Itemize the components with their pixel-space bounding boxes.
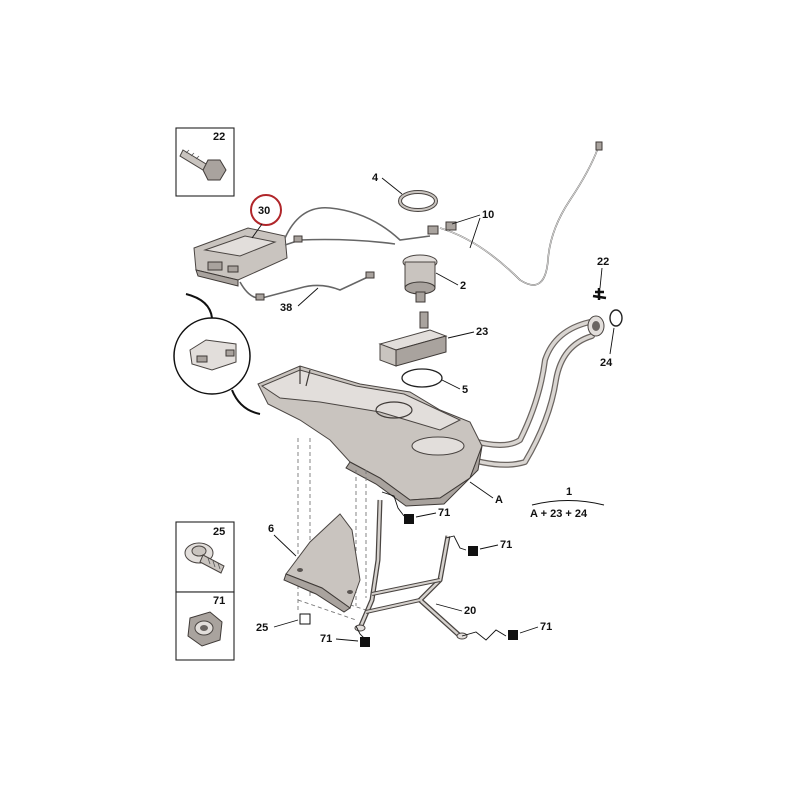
component-23-block	[378, 311, 448, 367]
component-6-heat-shield	[283, 513, 361, 613]
callout-22: 22	[597, 256, 609, 268]
callout-30: 30	[258, 205, 270, 217]
highlight-ring-30	[250, 194, 282, 226]
inset-box-71: 71	[175, 591, 235, 661]
callout-5: 5	[462, 384, 468, 396]
inset-box-25: 25	[175, 521, 235, 593]
callout-71-d: 71	[540, 621, 552, 633]
callout-20: 20	[464, 605, 476, 617]
component-22-clip	[592, 288, 607, 300]
callout-6: 6	[268, 523, 274, 535]
component-24-oring	[609, 309, 623, 327]
marker-71-c: 71	[320, 625, 370, 647]
callout-24: 24	[600, 357, 613, 369]
callout-1-formula: A + 23 + 24	[530, 508, 588, 520]
callout-71-a: 71	[438, 507, 450, 519]
inset-22-label: 22	[213, 131, 225, 143]
vent-line-harness	[239, 141, 603, 301]
callout-38: 38	[280, 302, 292, 314]
marker-71-b: 71	[445, 535, 512, 556]
bolt-icon	[179, 149, 227, 181]
callout-71-b: 71	[500, 539, 512, 551]
component-2-fuel-pump	[402, 254, 438, 303]
callout-1: 1	[566, 486, 572, 498]
callout-2: 2	[460, 280, 466, 292]
callout-10: 10	[482, 209, 494, 221]
kit-formula-1: 1 A + 23 + 24	[530, 486, 605, 520]
callout-71-c: 71	[320, 633, 332, 645]
component-20-strap	[354, 499, 468, 640]
inset-71-label: 71	[213, 595, 225, 607]
callout-25: 25	[256, 622, 268, 634]
component-5-seal	[401, 368, 443, 388]
callout-A: A	[495, 494, 503, 506]
screw-icon	[184, 542, 225, 574]
nut-icon	[187, 611, 223, 647]
detail-magnifier	[173, 293, 261, 415]
inset-box-22: 22	[175, 127, 235, 197]
marker-25: 25	[256, 613, 311, 634]
filler-neck-pipe	[453, 315, 605, 468]
component-30-canister	[193, 227, 288, 287]
component-4-lock-ring	[398, 190, 438, 212]
inset-25-label: 25	[213, 526, 225, 538]
component-A-fuel-tank	[257, 365, 483, 507]
marker-71-d: 71	[461, 621, 552, 641]
marker-71-a: 71	[381, 491, 450, 524]
callout-23: 23	[476, 326, 488, 338]
callout-4: 4	[372, 172, 379, 184]
